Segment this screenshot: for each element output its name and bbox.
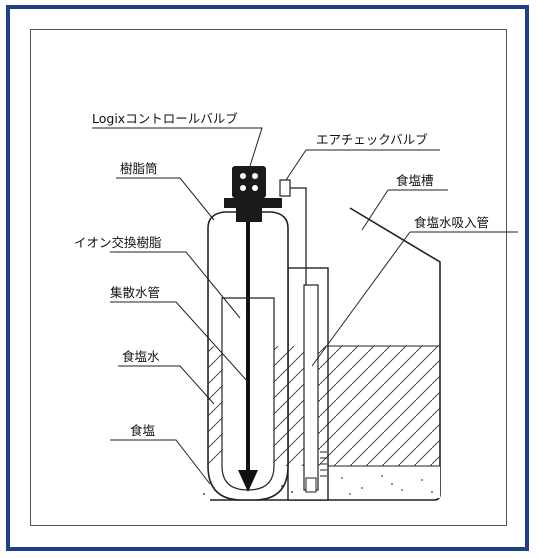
- control-valve-head: [232, 166, 266, 198]
- brine-water-hatch: [328, 346, 440, 466]
- label-distributor-pipe: 集散水管: [110, 285, 160, 300]
- label-brine: 食塩水: [122, 349, 160, 364]
- label-control-valve: Logixコントロールバルブ: [92, 111, 238, 126]
- label-salt: 食塩: [130, 423, 156, 438]
- label-brine-suction-pipe: 食塩水吸入管: [414, 215, 489, 230]
- label-brine-tank: 食塩槽: [396, 173, 434, 188]
- label-ion-exchange-resin: イオン交換樹脂: [74, 235, 162, 250]
- label-air-check-valve: エアチェックバルブ: [316, 132, 428, 147]
- distributor-arrowhead: [238, 470, 258, 492]
- control-valve-buttons: [240, 173, 258, 191]
- control-valve-base: [224, 198, 282, 208]
- salt-layer: [328, 466, 440, 498]
- label-resin-tank: 樹脂筒: [120, 161, 158, 176]
- brine-suction-pipe: [303, 284, 319, 491]
- figure-inner-border: [30, 29, 507, 526]
- air-check-valve-body: [279, 179, 291, 197]
- salt-dots: [341, 475, 433, 495]
- leader-lines: [92, 127, 518, 485]
- float-valve-ticks: [320, 451, 327, 477]
- air-check-line: [286, 187, 307, 285]
